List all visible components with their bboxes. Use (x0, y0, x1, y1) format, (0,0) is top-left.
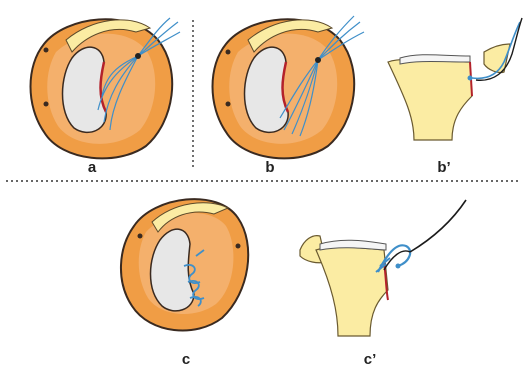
suture-strands-icon (376, 200, 466, 272)
panel-c-bone (121, 199, 248, 330)
panel-c2-section (300, 200, 466, 336)
suture-anchor-icon (315, 57, 321, 63)
panel-label-c2: c’ (364, 351, 377, 368)
nutrient-foramen (44, 102, 49, 107)
nutrient-foramen (226, 102, 231, 107)
suture-anchor-icon (396, 264, 401, 269)
nutrient-foramen (138, 234, 143, 239)
nutrient-foramen (226, 50, 231, 55)
panel-label-a: a (88, 159, 97, 176)
glenoid-section (316, 247, 388, 336)
suture-anchor-icon (468, 76, 473, 81)
panel-label-c: c (182, 351, 190, 368)
glenoid-section (388, 59, 472, 140)
nutrient-foramen (44, 48, 49, 53)
panel-label-b2: b’ (437, 159, 450, 176)
nutrient-foramen (236, 244, 241, 249)
suture-anchor-icon (135, 53, 141, 59)
panel-a-bone (31, 18, 181, 158)
panel-b2-section (388, 18, 522, 140)
panel-label-b: b (265, 159, 274, 176)
panel-b-bone (213, 16, 365, 158)
